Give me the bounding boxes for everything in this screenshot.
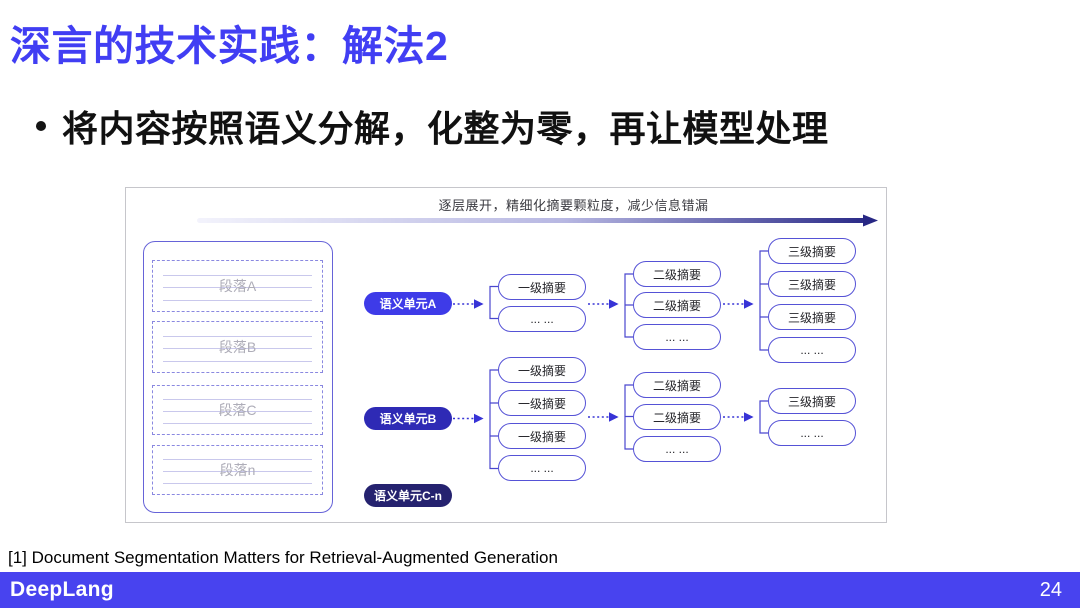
paragraph-label: 段落A bbox=[218, 278, 257, 294]
paragraph-box: 段落A bbox=[152, 260, 323, 312]
connector-layer bbox=[197, 214, 878, 470]
dotted-arrows bbox=[453, 299, 754, 424]
paragraph-label: 段落n bbox=[219, 462, 256, 478]
footer-bar: DeepLang 24 bbox=[0, 572, 1080, 608]
gradient-arrow-bar bbox=[197, 218, 865, 223]
paragraph-label: 段落B bbox=[218, 339, 257, 355]
diagram-panel: 逐层展开，精细化摘要颗粒度，减少信息错漏 bbox=[125, 187, 887, 523]
paragraph-box: 段落n bbox=[152, 445, 323, 495]
summary-pill-level3: 三级摘要 bbox=[768, 271, 856, 297]
summary-pill-level1: ... ... bbox=[498, 455, 586, 481]
summary-pill-level3: ... ... bbox=[768, 337, 856, 363]
page-number: 24 bbox=[1039, 578, 1062, 601]
bullet-text: 将内容按照语义分解，化整为零，再让模型处理 bbox=[62, 108, 829, 149]
gradient-arrow-tip bbox=[863, 214, 878, 227]
summary-pill-level2: 二级摘要 bbox=[633, 261, 721, 287]
paragraph-box: 段落B bbox=[152, 321, 323, 373]
summary-pill-level1: 一级摘要 bbox=[498, 423, 586, 449]
summary-pill-level1: ... ... bbox=[498, 306, 586, 332]
semantic-unit-pill: 语义单元A bbox=[364, 292, 452, 315]
paragraph-box: 段落C bbox=[152, 385, 323, 435]
summary-pill-level3: 三级摘要 bbox=[768, 304, 856, 330]
semantic-unit-pill: 语义单元B bbox=[364, 407, 452, 430]
summary-pill-level3: ... ... bbox=[768, 420, 856, 446]
bullet-item: 将内容按照语义分解，化整为零，再让模型处理 bbox=[36, 100, 829, 152]
brace-lines bbox=[489, 250, 768, 470]
paragraph-label: 段落C bbox=[218, 402, 257, 418]
footnote-citation: [1] Document Segmentation Matters for Re… bbox=[8, 548, 558, 567]
summary-pill-level2: 二级摘要 bbox=[633, 372, 721, 398]
summary-pill-level3: 三级摘要 bbox=[768, 388, 856, 414]
summary-pill-level2: 二级摘要 bbox=[633, 404, 721, 430]
page-title: 深言的技术实践：解法2 bbox=[10, 23, 449, 69]
semantic-unit-pill: 语义单元C-n bbox=[364, 484, 452, 507]
bullet-marker-icon bbox=[36, 121, 46, 131]
summary-pill-level2: ... ... bbox=[633, 324, 721, 350]
diagram-caption: 逐层展开，精细化摘要颗粒度，减少信息错漏 bbox=[438, 198, 709, 213]
deeplang-logo: DeepLang bbox=[10, 578, 114, 601]
summary-pill-level2: ... ... bbox=[633, 436, 721, 462]
summary-pill-level1: 一级摘要 bbox=[498, 357, 586, 383]
document-container: 段落A 段落B 段落C 段落n bbox=[143, 241, 333, 513]
summary-pill-level2: 二级摘要 bbox=[633, 292, 721, 318]
summary-pill-level3: 三级摘要 bbox=[768, 238, 856, 264]
summary-pill-level1: 一级摘要 bbox=[498, 274, 586, 300]
summary-pill-level1: 一级摘要 bbox=[498, 390, 586, 416]
